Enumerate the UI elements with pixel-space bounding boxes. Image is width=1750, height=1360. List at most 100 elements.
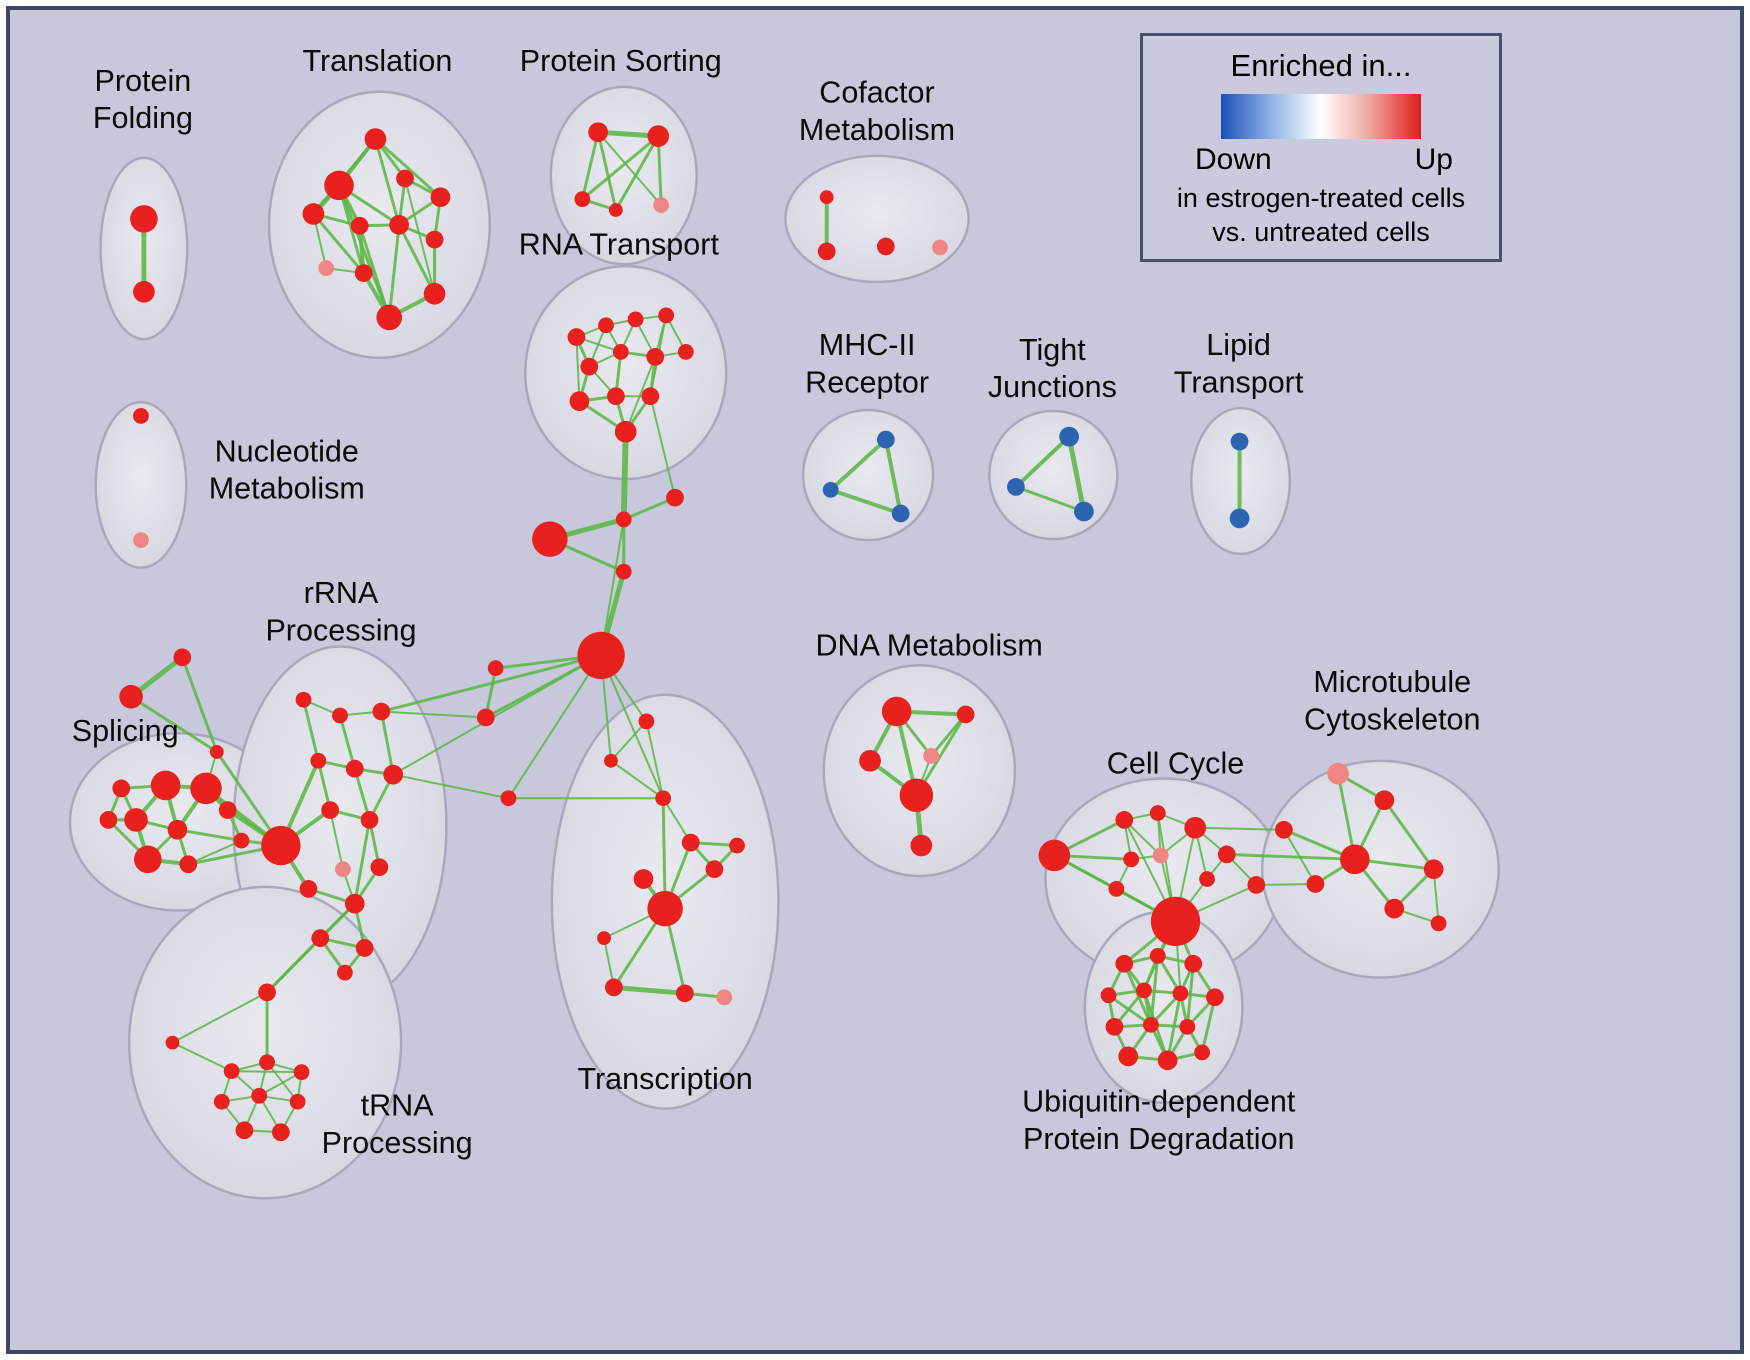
cluster-label-trna-processing: Processing <box>322 1126 473 1160</box>
network-node-tr7 <box>729 837 745 854</box>
network-node-dm3 <box>859 749 881 772</box>
network-edge <box>311 212 366 275</box>
network-edge <box>609 720 648 762</box>
network-node-sp5 <box>218 801 237 819</box>
network-edge <box>620 428 629 523</box>
network-node-rr4 <box>310 752 327 769</box>
network-node-sp9 <box>233 832 250 849</box>
network-edge <box>265 936 322 994</box>
network-edge <box>1194 826 1285 831</box>
network-node-u10 <box>1179 1018 1196 1035</box>
network-node-sp6 <box>134 845 162 874</box>
network-node-tl6 <box>350 216 369 235</box>
network-node-sp10 <box>112 779 131 798</box>
network-node-u4 <box>1100 987 1117 1004</box>
legend-caption-line2: vs. untreated cells <box>1212 217 1430 247</box>
network-edge <box>611 984 688 996</box>
network-edge <box>1013 434 1072 489</box>
cluster-label-translation: Translation <box>302 44 452 78</box>
network-node-cc2 <box>1149 805 1166 821</box>
network-node-tl1 <box>364 128 387 150</box>
network-node-cn6 <box>476 708 495 727</box>
network-node-tj1 <box>1059 426 1079 447</box>
network-node-rr6 <box>383 764 404 785</box>
cluster-label-protein-folding: Folding <box>93 101 193 135</box>
network-node-u9 <box>1143 1016 1159 1033</box>
cluster-label-cofactor-metabolism: Cofactor <box>819 76 934 110</box>
network-node-mc8 <box>1430 915 1447 932</box>
network-node-u12 <box>1157 1050 1178 1071</box>
cluster-label-splicing: Splicing <box>72 714 179 748</box>
network-edge <box>828 487 903 516</box>
network-node-u3 <box>1184 954 1203 973</box>
network-node-sp7 <box>179 855 198 874</box>
network-edge <box>600 654 665 800</box>
cluster-label-trna-processing: tRNA <box>361 1089 435 1123</box>
network-edge <box>380 710 487 719</box>
network-node-rr12 <box>344 893 365 914</box>
cluster-label-mhc-ii-receptor: Receptor <box>805 365 929 399</box>
network-edge <box>302 698 320 763</box>
network-edge <box>171 1041 233 1073</box>
network-edge <box>609 759 665 800</box>
network-edge <box>373 137 401 227</box>
network-node-rrhub <box>261 825 301 866</box>
cluster-label-microtubule-cytoskeleton: Cytoskeleton <box>1304 702 1481 736</box>
network-node-cf2 <box>817 242 836 261</box>
network-node-rr3 <box>372 702 391 721</box>
network-node-pf2 <box>133 280 155 303</box>
network-edge <box>338 713 357 771</box>
network-edge <box>358 224 391 319</box>
network-node-cn2 <box>666 488 684 507</box>
network-node-mc3 <box>1275 820 1293 839</box>
cluster-label-lipid-transport: Lipid <box>1206 328 1271 362</box>
network-node-rr10 <box>370 858 389 877</box>
network-node-tl7 <box>389 214 409 235</box>
network-node-pso5 <box>653 197 670 213</box>
network-node-tl4 <box>396 169 414 188</box>
network-node-tb8 <box>272 1123 290 1142</box>
network-edge <box>387 223 401 319</box>
network-edge <box>883 437 903 516</box>
network-node-tl9 <box>318 260 335 277</box>
cluster-ellipse-nucleotide-metabolism <box>94 400 188 569</box>
network-node-tb1 <box>223 1063 240 1080</box>
network-node-sp8 <box>99 811 118 829</box>
network-node-rr8 <box>360 811 379 829</box>
network-node-rt9 <box>569 391 590 412</box>
network-edge <box>392 654 603 776</box>
network-node-u8 <box>1105 1017 1124 1036</box>
network-edge <box>580 130 600 201</box>
cluster-label-microtubule-cytoskeleton: Microtubule <box>1313 665 1471 699</box>
network-node-tl8 <box>425 230 444 249</box>
network-node-sp4 <box>167 819 188 840</box>
network-node-dm1 <box>881 696 912 727</box>
network-node-cf1 <box>819 190 834 205</box>
network-node-sx2 <box>173 648 192 667</box>
network-node-cn3 <box>532 521 568 557</box>
network-node-nm2 <box>133 532 149 548</box>
network-node-rr7 <box>321 801 339 819</box>
network-node-pso4 <box>608 203 623 217</box>
network-edge <box>624 355 657 433</box>
cluster-label-ubiquitin-degradation: Protein Degradation <box>1023 1122 1295 1156</box>
network-edge <box>397 223 437 296</box>
network-node-tr8 <box>605 978 623 997</box>
cluster-label-protein-sorting: Protein Sorting <box>520 44 722 78</box>
cluster-ellipse-trna-processing <box>127 885 403 1200</box>
network-node-tl12 <box>423 282 446 305</box>
network-node-rt4 <box>658 307 674 324</box>
network-node-sx1 <box>119 684 143 709</box>
network-node-tb6 <box>289 1093 306 1110</box>
network-node-cc3 <box>1184 816 1207 839</box>
cluster-label-protein-folding: Protein <box>95 64 192 98</box>
network-edge <box>645 720 665 800</box>
network-node-pf1 <box>130 205 158 233</box>
network-node-tr6 <box>705 860 724 879</box>
network-node-u7 <box>1206 988 1224 1007</box>
network-node-u11 <box>1118 1046 1139 1067</box>
network-node-cn7 <box>500 790 517 807</box>
network-node-mh2 <box>822 481 839 498</box>
